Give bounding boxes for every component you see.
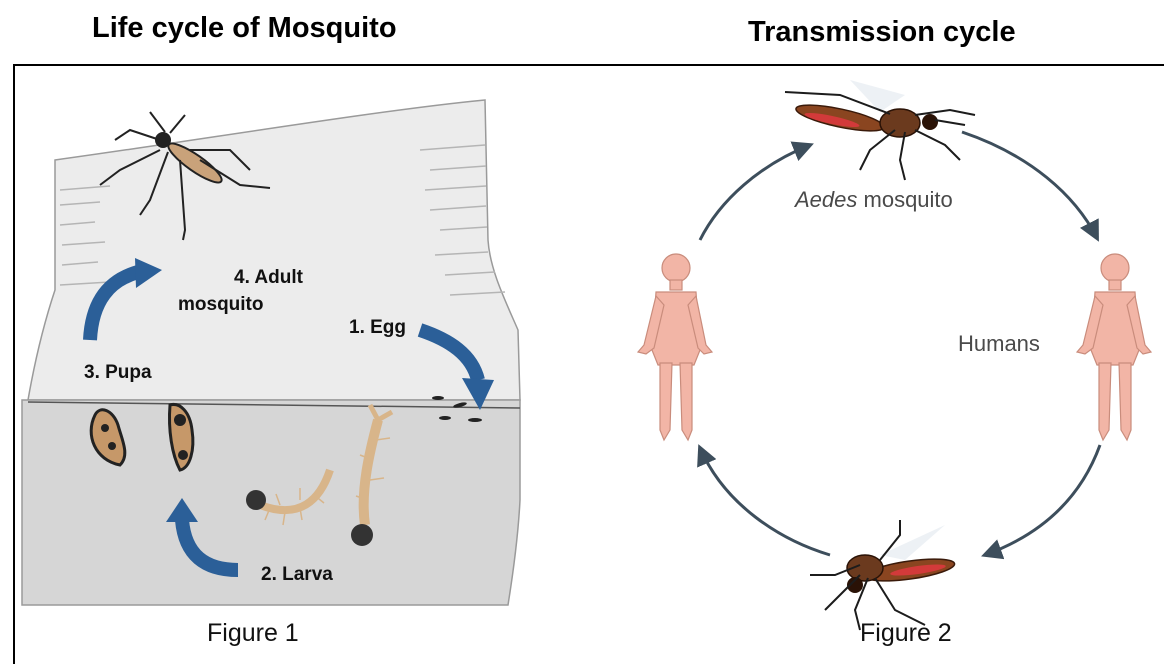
aedes-italic-text: Aedes <box>793 187 857 212</box>
stage-adult-label-line2: mosquito <box>178 294 264 315</box>
figure-1-caption: Figure 1 <box>207 619 299 647</box>
stage-adult-label-line1: 4. Adult <box>234 267 304 288</box>
human-left-illustration <box>638 254 712 440</box>
figure-1: 4. Adult mosquito 1. Egg 3. Pupa 2. Larv… <box>22 100 520 647</box>
humans-label: Humans <box>958 331 1040 356</box>
container-upper <box>28 100 520 400</box>
stage-larva-label: 2. Larva <box>261 564 333 585</box>
aedes-mosquito-top-illustration <box>785 80 975 180</box>
human-right-illustration <box>1077 254 1151 440</box>
stage-egg-label: 1. Egg <box>349 317 406 338</box>
figure-2-caption: Figure 2 <box>860 619 952 647</box>
stage-pupa-label: 3. Pupa <box>84 362 152 383</box>
figure-2: Aedes mosquito Humans Figure 2 <box>638 80 1151 647</box>
mosquito-text: mosquito <box>857 187 952 212</box>
aedes-mosquito-label: Aedes mosquito <box>793 187 953 212</box>
aedes-mosquito-bottom-illustration <box>810 520 956 630</box>
